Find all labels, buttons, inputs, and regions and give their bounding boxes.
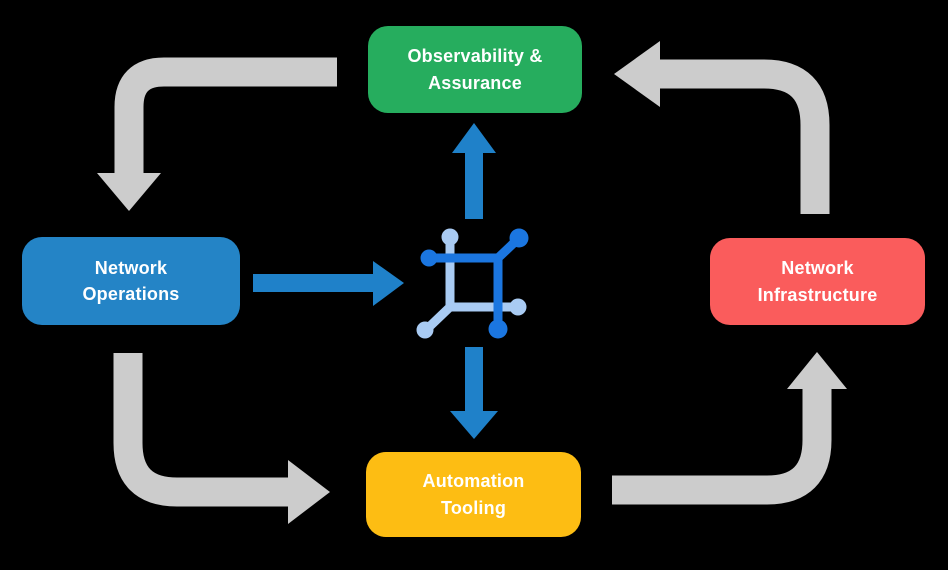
cycle-arrow-top-left-elbow bbox=[114, 57, 337, 174]
network-mesh-light-strands bbox=[416, 228, 527, 339]
node-operations-label: Network Operations bbox=[82, 257, 180, 304]
node-observability-label: Observability & Assurance bbox=[407, 46, 543, 93]
node-observability-assurance: Observability & Assurance bbox=[368, 26, 582, 113]
cycle-arrow-infrastructure-to-observability bbox=[614, 41, 830, 214]
cycle-arrow-bottom-right-elbow bbox=[612, 388, 832, 505]
node-network-infrastructure: Network Infrastructure bbox=[710, 238, 925, 325]
cycle-arrow-top-right-elbow bbox=[659, 59, 830, 214]
cycle-arrow-bottom-left-elbow bbox=[113, 353, 289, 507]
arrowhead-down-icon bbox=[97, 173, 161, 211]
node-network-operations: Network Operations bbox=[22, 237, 240, 325]
node-infrastructure-label: Network Infrastructure bbox=[757, 258, 878, 305]
cycle-arrow-observability-to-operations bbox=[97, 57, 337, 211]
node-automation-label: Automation Tooling bbox=[422, 471, 525, 518]
arrowhead-right-icon bbox=[373, 261, 404, 306]
cycle-arrow-automation-to-infrastructure bbox=[612, 352, 847, 505]
flow-arrow-center-to-automation bbox=[450, 347, 498, 439]
node-automation-tooling: Automation Tooling bbox=[366, 452, 581, 537]
network-mesh-icon bbox=[416, 228, 529, 339]
arrowhead-right-icon bbox=[288, 460, 330, 524]
network-mesh-dark-strands bbox=[420, 228, 529, 339]
arrowhead-up-icon bbox=[787, 352, 847, 389]
arrowhead-down-icon bbox=[450, 411, 498, 439]
flow-arrow-operations-to-center bbox=[253, 261, 404, 306]
arrowhead-up-icon bbox=[452, 123, 496, 153]
flow-arrow-center-to-observability bbox=[452, 123, 496, 219]
arrowhead-left-icon bbox=[614, 41, 660, 107]
cycle-arrow-operations-to-automation bbox=[113, 353, 330, 524]
